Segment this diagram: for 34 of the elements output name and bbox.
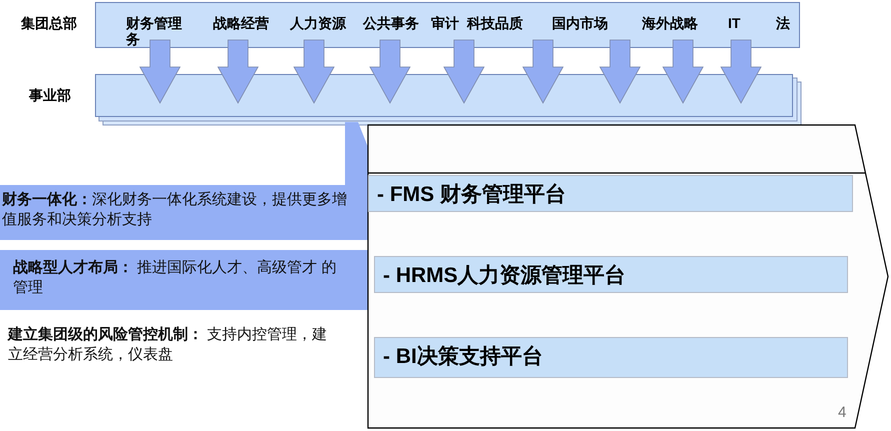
block-arrow [599, 40, 641, 104]
function-label: 审计 [431, 15, 459, 31]
function-label: 人力资源 [290, 15, 346, 31]
function-label: 战略经营 [213, 15, 269, 31]
function-label: 国内市场 [552, 15, 608, 31]
platform-bar [368, 175, 853, 212]
platform-name: - BI决策支持平台 [383, 344, 543, 370]
description-text: 财务一体化：深化财务一体化系统建设，提供更多增值服务和决策分析支持 [2, 190, 348, 230]
block-arrow [443, 40, 485, 104]
function-label: 财务管理务 [126, 15, 192, 47]
block-arrow [369, 40, 411, 104]
function-label: 法 [776, 15, 790, 31]
platform-name: - HRMS人力资源管理平台 [383, 263, 626, 289]
platform-panel [368, 125, 888, 428]
band-label: 事业部 [29, 87, 71, 103]
function-label: IT [728, 15, 740, 31]
callout-shape [0, 122, 370, 240]
block-arrow [293, 40, 335, 104]
platform-name: - FMS 财务管理平台 [377, 182, 566, 208]
platform-bar [374, 337, 848, 378]
block-arrow [139, 40, 181, 104]
block-arrow [662, 40, 704, 104]
description-text: 战略型人才布局： 推进国际化人才、高级管才 的管理 [13, 258, 338, 298]
platform-bar [374, 256, 848, 293]
page-number: 4 [838, 404, 846, 421]
band-label: 集团总部 [21, 15, 77, 31]
highlight-band [0, 250, 370, 310]
block-arrow [522, 40, 564, 104]
block-arrow [720, 40, 762, 104]
function-label: 海外战略 [642, 15, 698, 31]
function-label: 科技品质 [467, 15, 523, 31]
function-label: 公共事务 [363, 15, 419, 31]
block-arrow [217, 40, 259, 104]
description-text: 建立集团级的风险管控机制： 支持内控管理，建立经营分析系统，仪表盘 [8, 325, 328, 365]
